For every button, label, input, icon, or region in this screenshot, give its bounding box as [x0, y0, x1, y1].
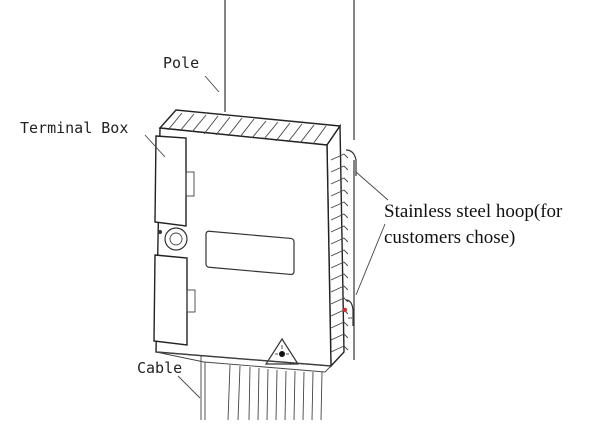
terminal-box-label: Terminal Box — [20, 119, 128, 137]
hoop-leader-upper — [355, 171, 389, 201]
top-fins — [167, 112, 327, 145]
terminal-box — [153, 109, 349, 373]
side-fins — [330, 153, 349, 353]
steel-hoop — [342, 149, 357, 326]
cable-bundle — [204, 362, 323, 421]
lower-cable-port — [153, 254, 196, 346]
leader-lines — [144, 75, 389, 399]
cable-leader — [177, 375, 201, 399]
hoop-label-line1: Stainless steel hoop(for — [384, 201, 563, 222]
pole-label: Pole — [163, 54, 199, 72]
upper-cable-port — [154, 135, 195, 227]
hoop-leader-lower — [355, 223, 386, 296]
lock-knob — [158, 227, 188, 251]
pole-leader — [204, 75, 220, 93]
label-window — [205, 230, 295, 276]
hoop-label-line2: customers chose) — [384, 227, 515, 248]
laser-warning-icon — [264, 337, 300, 365]
cable-label: Cable — [137, 359, 182, 377]
terminal-box-leader — [144, 134, 166, 158]
pole — [200, 0, 355, 420]
